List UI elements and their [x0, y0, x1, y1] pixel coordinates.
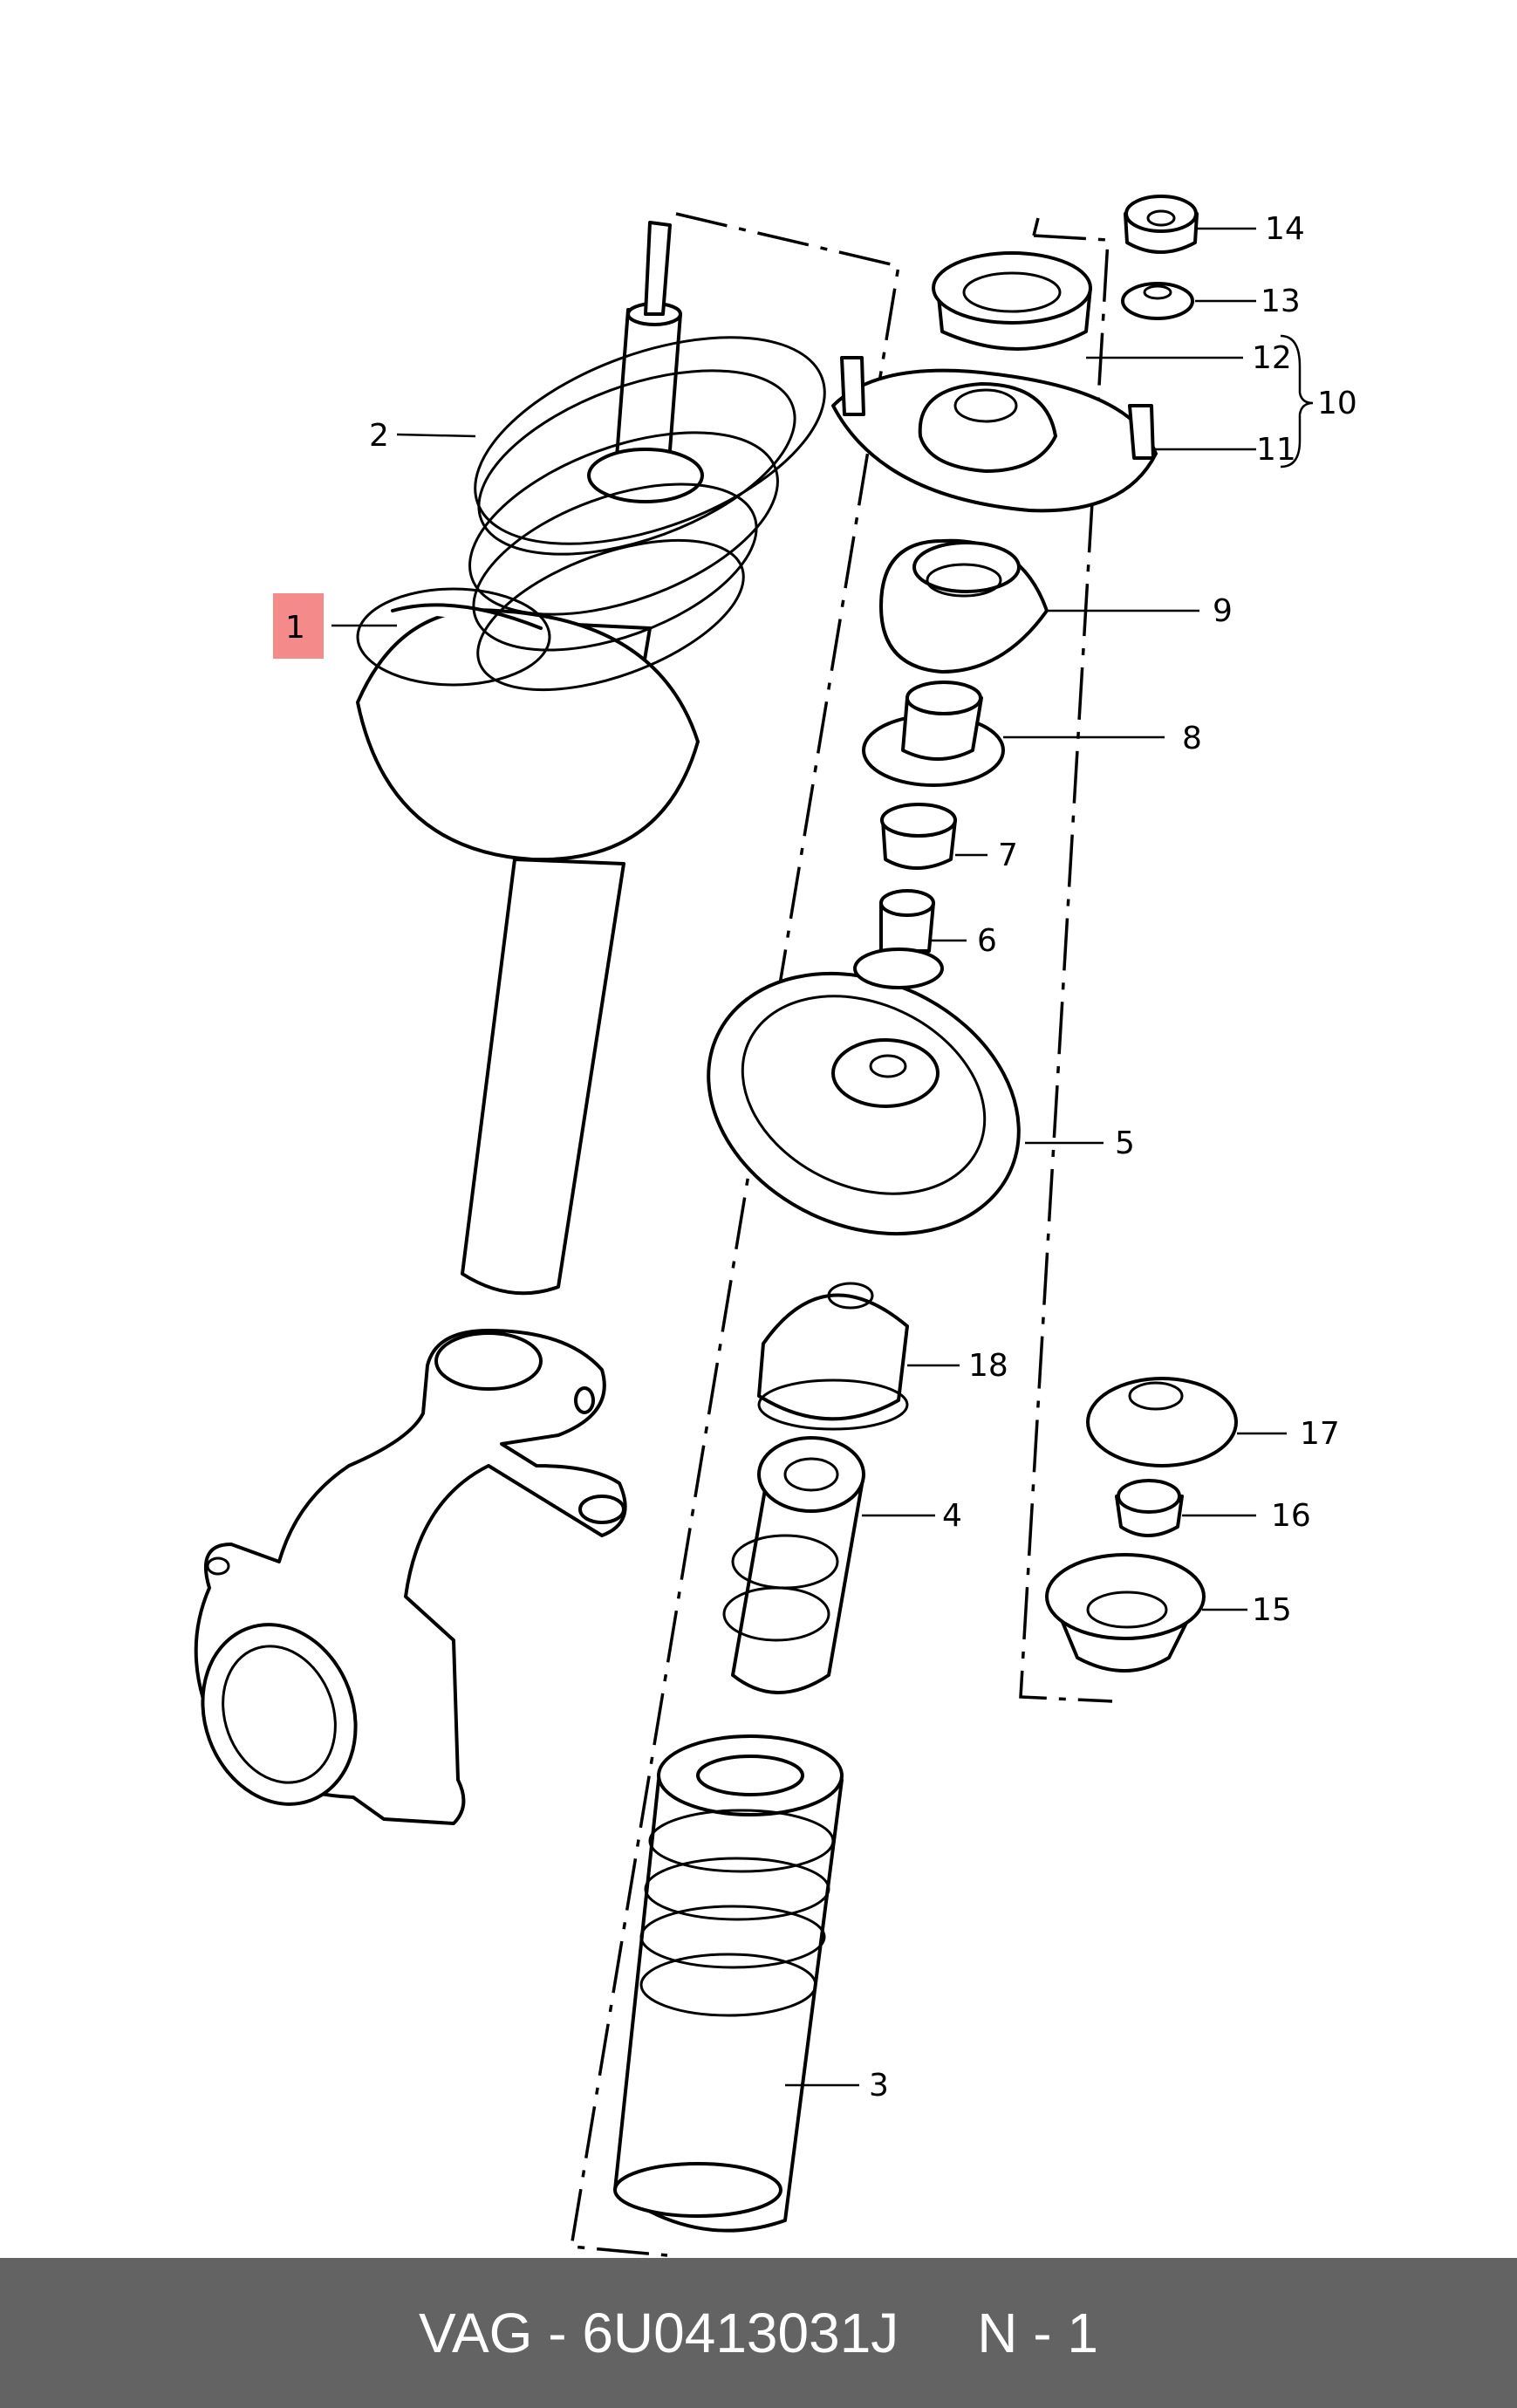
callout-18[interactable]: 18 — [968, 1348, 1008, 1384]
protective-sleeve-part-3 — [613, 1734, 844, 2233]
callout-7[interactable]: 7 — [998, 838, 1018, 873]
bushing-part-7 — [880, 803, 957, 870]
sleeve-pin-part-6 — [853, 889, 944, 989]
callout-9[interactable]: 9 — [1213, 593, 1233, 629]
callout-1[interactable]: 1 — [285, 610, 305, 646]
part-number-label: VAG - 6U0413031J — [419, 2302, 899, 2364]
spring-plate-part-5 — [707, 971, 1021, 1236]
callout-2[interactable]: 2 — [369, 418, 389, 454]
position-label: N - 1 — [977, 2302, 1098, 2364]
callout-12[interactable]: 12 — [1252, 340, 1292, 376]
ring-part-12 — [932, 251, 1092, 351]
callout-11[interactable]: 11 — [1256, 432, 1296, 468]
washer-part-13 — [1121, 282, 1194, 320]
callout-13[interactable]: 13 — [1261, 284, 1301, 319]
callout-16[interactable]: 16 — [1271, 1498, 1311, 1534]
assembly-bracket-main — [569, 212, 900, 2257]
nut-part-14 — [1124, 195, 1199, 254]
callout-17[interactable]: 17 — [1300, 1416, 1340, 1452]
mount-part-17 — [1086, 1377, 1238, 1467]
callout-14[interactable]: 14 — [1265, 211, 1305, 247]
protective-cap-part-18 — [757, 1282, 909, 1431]
top-mount-plate-part-11 — [831, 356, 1158, 513]
callout-15[interactable]: 15 — [1252, 1592, 1292, 1628]
bushing-part-15 — [1045, 1553, 1206, 1673]
callout-10[interactable]: 10 — [1317, 386, 1357, 421]
part-info-footer: VAG - 6U0413031J N - 1 — [0, 2258, 1517, 2408]
bump-stop-part-4 — [722, 1436, 865, 1694]
callout-8[interactable]: 8 — [1182, 721, 1202, 756]
assembly-bracket-right — [1019, 234, 1113, 1703]
bearing-part-8 — [862, 681, 1005, 787]
strut-mount-rubber-part-9 — [879, 538, 1049, 674]
assembly-bracket-top — [1032, 217, 1040, 236]
callout-highlight — [273, 593, 324, 659]
bracket-10 — [1280, 334, 1314, 469]
shock-absorber-strut-part-1 — [356, 221, 704, 1296]
coil-spring-part-2 — [468, 336, 826, 692]
callout-4[interactable]: 4 — [942, 1498, 962, 1534]
nut-part-16 — [1115, 1479, 1184, 1537]
steering-knuckle — [194, 1329, 627, 1825]
callout-6[interactable]: 6 — [977, 923, 997, 959]
callout-5[interactable]: 5 — [1115, 1125, 1135, 1161]
leader-2 — [396, 433, 476, 438]
callout-3[interactable]: 3 — [869, 2068, 889, 2104]
suspension-exploded-diagram: 1 2 3 4 5 6 7 8 9 10 11 12 13 14 15 16 1… — [194, 195, 1357, 2257]
